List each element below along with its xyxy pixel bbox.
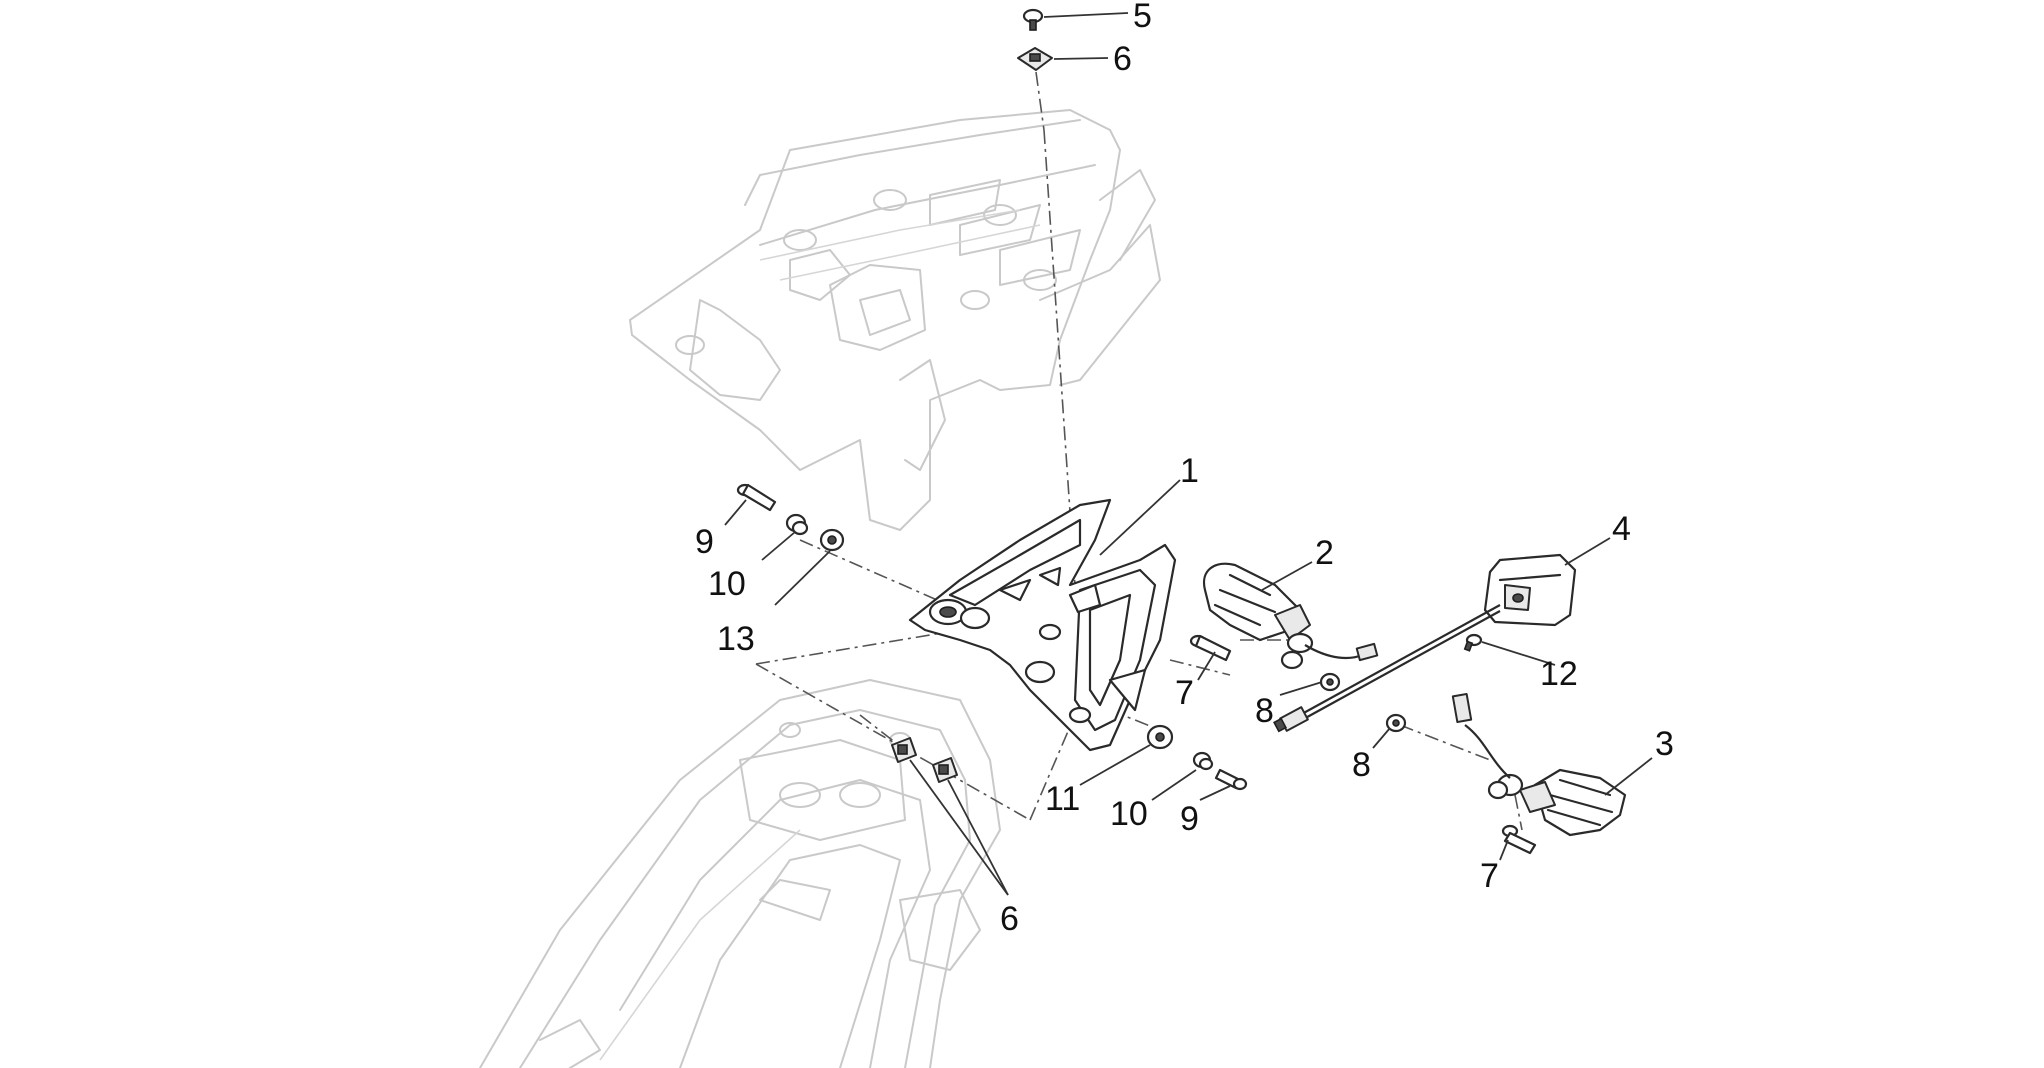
ghost-rear-fairing — [629, 109, 1161, 531]
callout-9-right: 9 — [1180, 800, 1199, 838]
callout-labels: 5 6 1 2 4 9 10 13 7 12 8 3 8 11 10 9 7 6 — [695, 0, 1674, 938]
bolt-right — [1501, 824, 1537, 855]
callout-8-mid: 8 — [1255, 692, 1274, 730]
callout-6-bottom: 6 — [1000, 900, 1019, 938]
callout-3: 3 — [1655, 725, 1674, 763]
callout-9-left: 9 — [695, 523, 714, 561]
bolt-left — [736, 483, 777, 512]
callout-13: 13 — [717, 620, 755, 658]
bolt-mid — [1189, 634, 1232, 662]
callout-2: 2 — [1315, 534, 1334, 572]
nut-right — [1385, 713, 1407, 733]
grommet-left — [819, 528, 845, 552]
small-screw — [1463, 633, 1483, 652]
license-plate-light — [1273, 553, 1577, 733]
callout-7-right: 7 — [1480, 857, 1499, 895]
callout-10-right: 10 — [1110, 795, 1148, 833]
bolt-lower — [1214, 768, 1248, 791]
callout-1: 1 — [1180, 452, 1199, 490]
spacer-left — [785, 513, 809, 536]
callout-11: 11 — [1045, 780, 1080, 818]
callout-10-left: 10 — [708, 565, 746, 603]
clip-nut-bottom-2 — [932, 757, 958, 783]
screw-top — [1022, 8, 1044, 31]
clip-nut-top — [1017, 47, 1053, 71]
callout-12: 12 — [1540, 655, 1578, 693]
spacer-lower — [1192, 751, 1214, 771]
callout-8-right: 8 — [1352, 746, 1371, 784]
turn-indicator-left — [1202, 562, 1379, 670]
turn-indicator-right — [1451, 692, 1627, 837]
callout-4: 4 — [1612, 510, 1631, 548]
callout-7-mid: 7 — [1175, 674, 1194, 712]
tail-light-housing — [908, 498, 1177, 752]
leader-lines — [724, 12, 1653, 896]
clip-nut-bottom-1 — [891, 737, 917, 763]
alignment-lines — [755, 71, 1523, 831]
nut-mid — [1319, 672, 1341, 692]
grommet-lower — [1146, 724, 1174, 750]
callout-5: 5 — [1133, 0, 1152, 35]
ghost-rear-subframe — [479, 679, 1001, 1068]
callout-6-top: 6 — [1113, 40, 1132, 78]
